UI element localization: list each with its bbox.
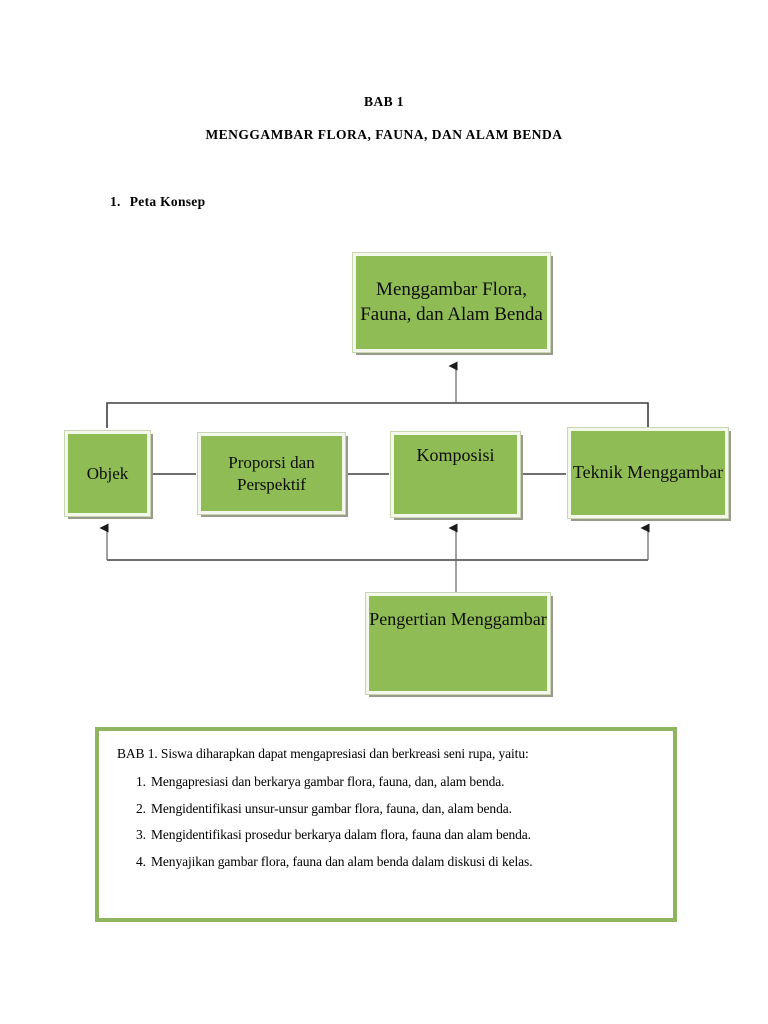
objective-item-text: Mengapresiasi dan berkarya gambar flora,… [151,774,505,790]
objective-item-marker: 1. [136,774,146,790]
objective-item-marker: 4. [136,853,146,869]
concept-node-pengertian-menggambar: Pengertian Menggambar [365,592,551,695]
objective-item-text: Mengidentifikasi unsur-unsur gambar flor… [151,800,512,816]
objective-item-text: Mengidentifikasi prosedur berkarya dalam… [151,827,531,843]
chapter-subtitle: MENGGAMBAR FLORA, FAUNA, DAN ALAM BENDA [205,127,563,142]
concept-node-objek: Objek [64,430,151,517]
section-label: Peta Konsep [129,194,206,209]
objectives-intro-text: BAB 1. Siswa diharapkan dapat mengapresi… [117,746,529,761]
objective-item: 1. Mengapresiasi dan berkarya gambar flor… [117,773,655,791]
section-heading: 1. Peta Konsep [110,194,205,210]
concept-node-komposisi: Komposisi [390,431,521,518]
objective-item-text: Menyajikan gambar flora, fauna dan alam … [151,853,533,869]
concept-node-root: Menggambar Flora, Fauna, dan Alam Benda [352,252,551,353]
objectives-panel: BAB 1. Siswa diharapkan dapat mengapresi… [95,727,677,922]
concept-node-teknik-menggambar: Teknik Menggambar [567,427,729,519]
objective-item: 4. Menyajikan gambar flora, fauna dan ala… [117,853,655,871]
objective-item-marker: 3. [136,827,146,843]
chapter-title: BAB 1 [364,94,404,109]
objectives-list: 1. Mengapresiasi dan berkarya gambar flor… [117,773,655,870]
objective-item-marker: 2. [136,800,146,816]
section-number: 1. [110,194,121,209]
concept-node-proporsi-dan-perspektif: Proporsi dan Perspektif [197,432,346,515]
objective-item: 3. Mengidentifikasi prosedur berkarya dal… [117,826,655,844]
objective-item: 2. Mengidentifikasi unsur-unsur gambar fl… [117,800,655,818]
